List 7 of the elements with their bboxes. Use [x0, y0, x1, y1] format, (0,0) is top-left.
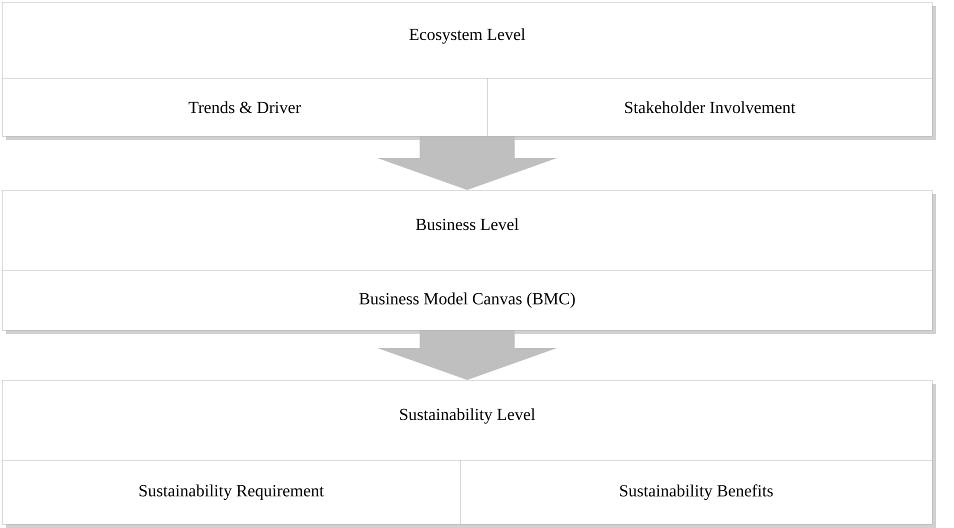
table-cell: Sustainability Requirement [2, 460, 460, 524]
block-arrow [377, 136, 558, 190]
table-cell: Business Model Canvas (BMC) [2, 270, 932, 330]
table-cell: Sustainability Benefits [460, 460, 932, 524]
table-cell: Stakeholder Involvement [487, 78, 932, 136]
block-arrow [377, 330, 558, 380]
table-cell: Trends & Driver [2, 78, 488, 136]
